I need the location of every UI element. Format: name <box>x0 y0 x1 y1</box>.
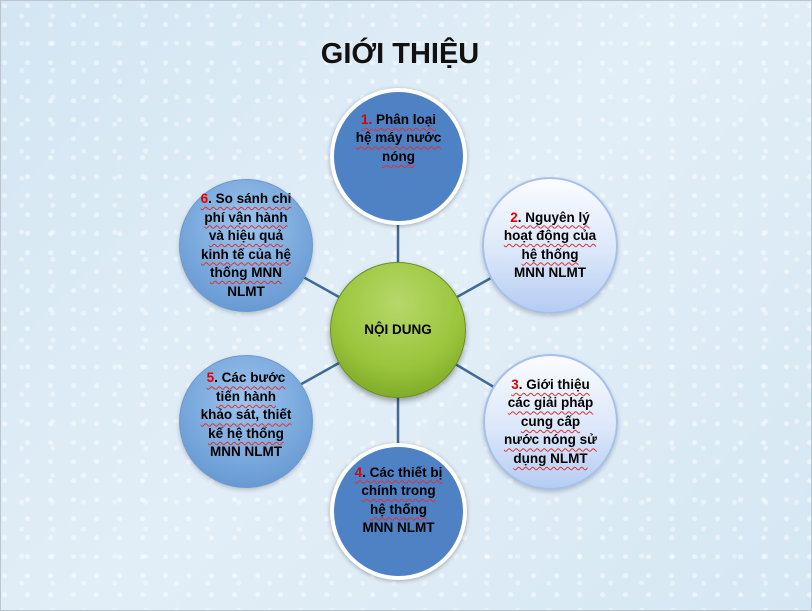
node-number: 1. <box>360 111 373 127</box>
node-text: . Các bước <box>214 370 286 386</box>
node-6[interactable]: 6. So sánh chi phí vận hành và hiệu quả kin… <box>179 179 313 312</box>
node-text: các giải pháp <box>507 395 594 411</box>
node-text: phí vận hành <box>204 209 288 225</box>
node-text: kinh tế của hệ <box>200 246 291 262</box>
node-number: 3 <box>511 376 519 392</box>
node-text: . So sánh chi <box>208 191 292 206</box>
node-3[interactable]: 3. Giới thiệu các giải pháp cung cấp nước n… <box>483 354 618 490</box>
node-number: 2 <box>510 209 518 225</box>
node-text: nước nóng sử <box>504 432 597 448</box>
node-number: 4 <box>354 464 363 480</box>
slide-title: GIỚI THIỆU <box>320 38 480 70</box>
node-text: nóng <box>382 148 415 164</box>
node-text: cung cấp <box>520 413 581 429</box>
node-text: MNN NLMT <box>210 444 282 460</box>
node-text: hệ máy nước <box>355 130 442 146</box>
node-text: tiến hành <box>216 388 276 404</box>
node-text: . Giới thiệu <box>518 376 590 392</box>
node-text: NLMT <box>227 283 265 299</box>
node-text: chính trong <box>361 483 436 498</box>
center-node[interactable]: NỘI DUNG <box>330 262 466 398</box>
node-text: kế hệ thống <box>208 425 284 441</box>
node-text: hoạt động của <box>503 228 597 243</box>
node-number: 5 <box>206 370 215 386</box>
node-text: và hiệu quả <box>208 228 284 243</box>
node-text: Phân loại <box>376 111 437 127</box>
node-text: khảo sát, thiết <box>200 407 292 423</box>
node-text: thống MNN <box>210 265 282 280</box>
node-1[interactable]: 1. Phân loại hệ máy nước nóng <box>330 88 467 225</box>
node-text: dụng NLMT <box>513 450 588 466</box>
node-text: hệ thống <box>370 501 427 517</box>
node-text: . Các thiết bị <box>362 464 443 480</box>
node-5[interactable]: 5. Các bước tiến hành khảo sát, thiết kế hệ… <box>179 355 313 488</box>
node-number: 6 <box>200 191 209 206</box>
node-text: MNN NLMT <box>514 265 586 280</box>
node-text: hệ thống <box>521 246 579 262</box>
node-text: . Nguyên lý <box>517 209 590 225</box>
node-text: MNN NLMT <box>362 520 435 535</box>
center-label: NỘI DUNG <box>364 321 432 337</box>
